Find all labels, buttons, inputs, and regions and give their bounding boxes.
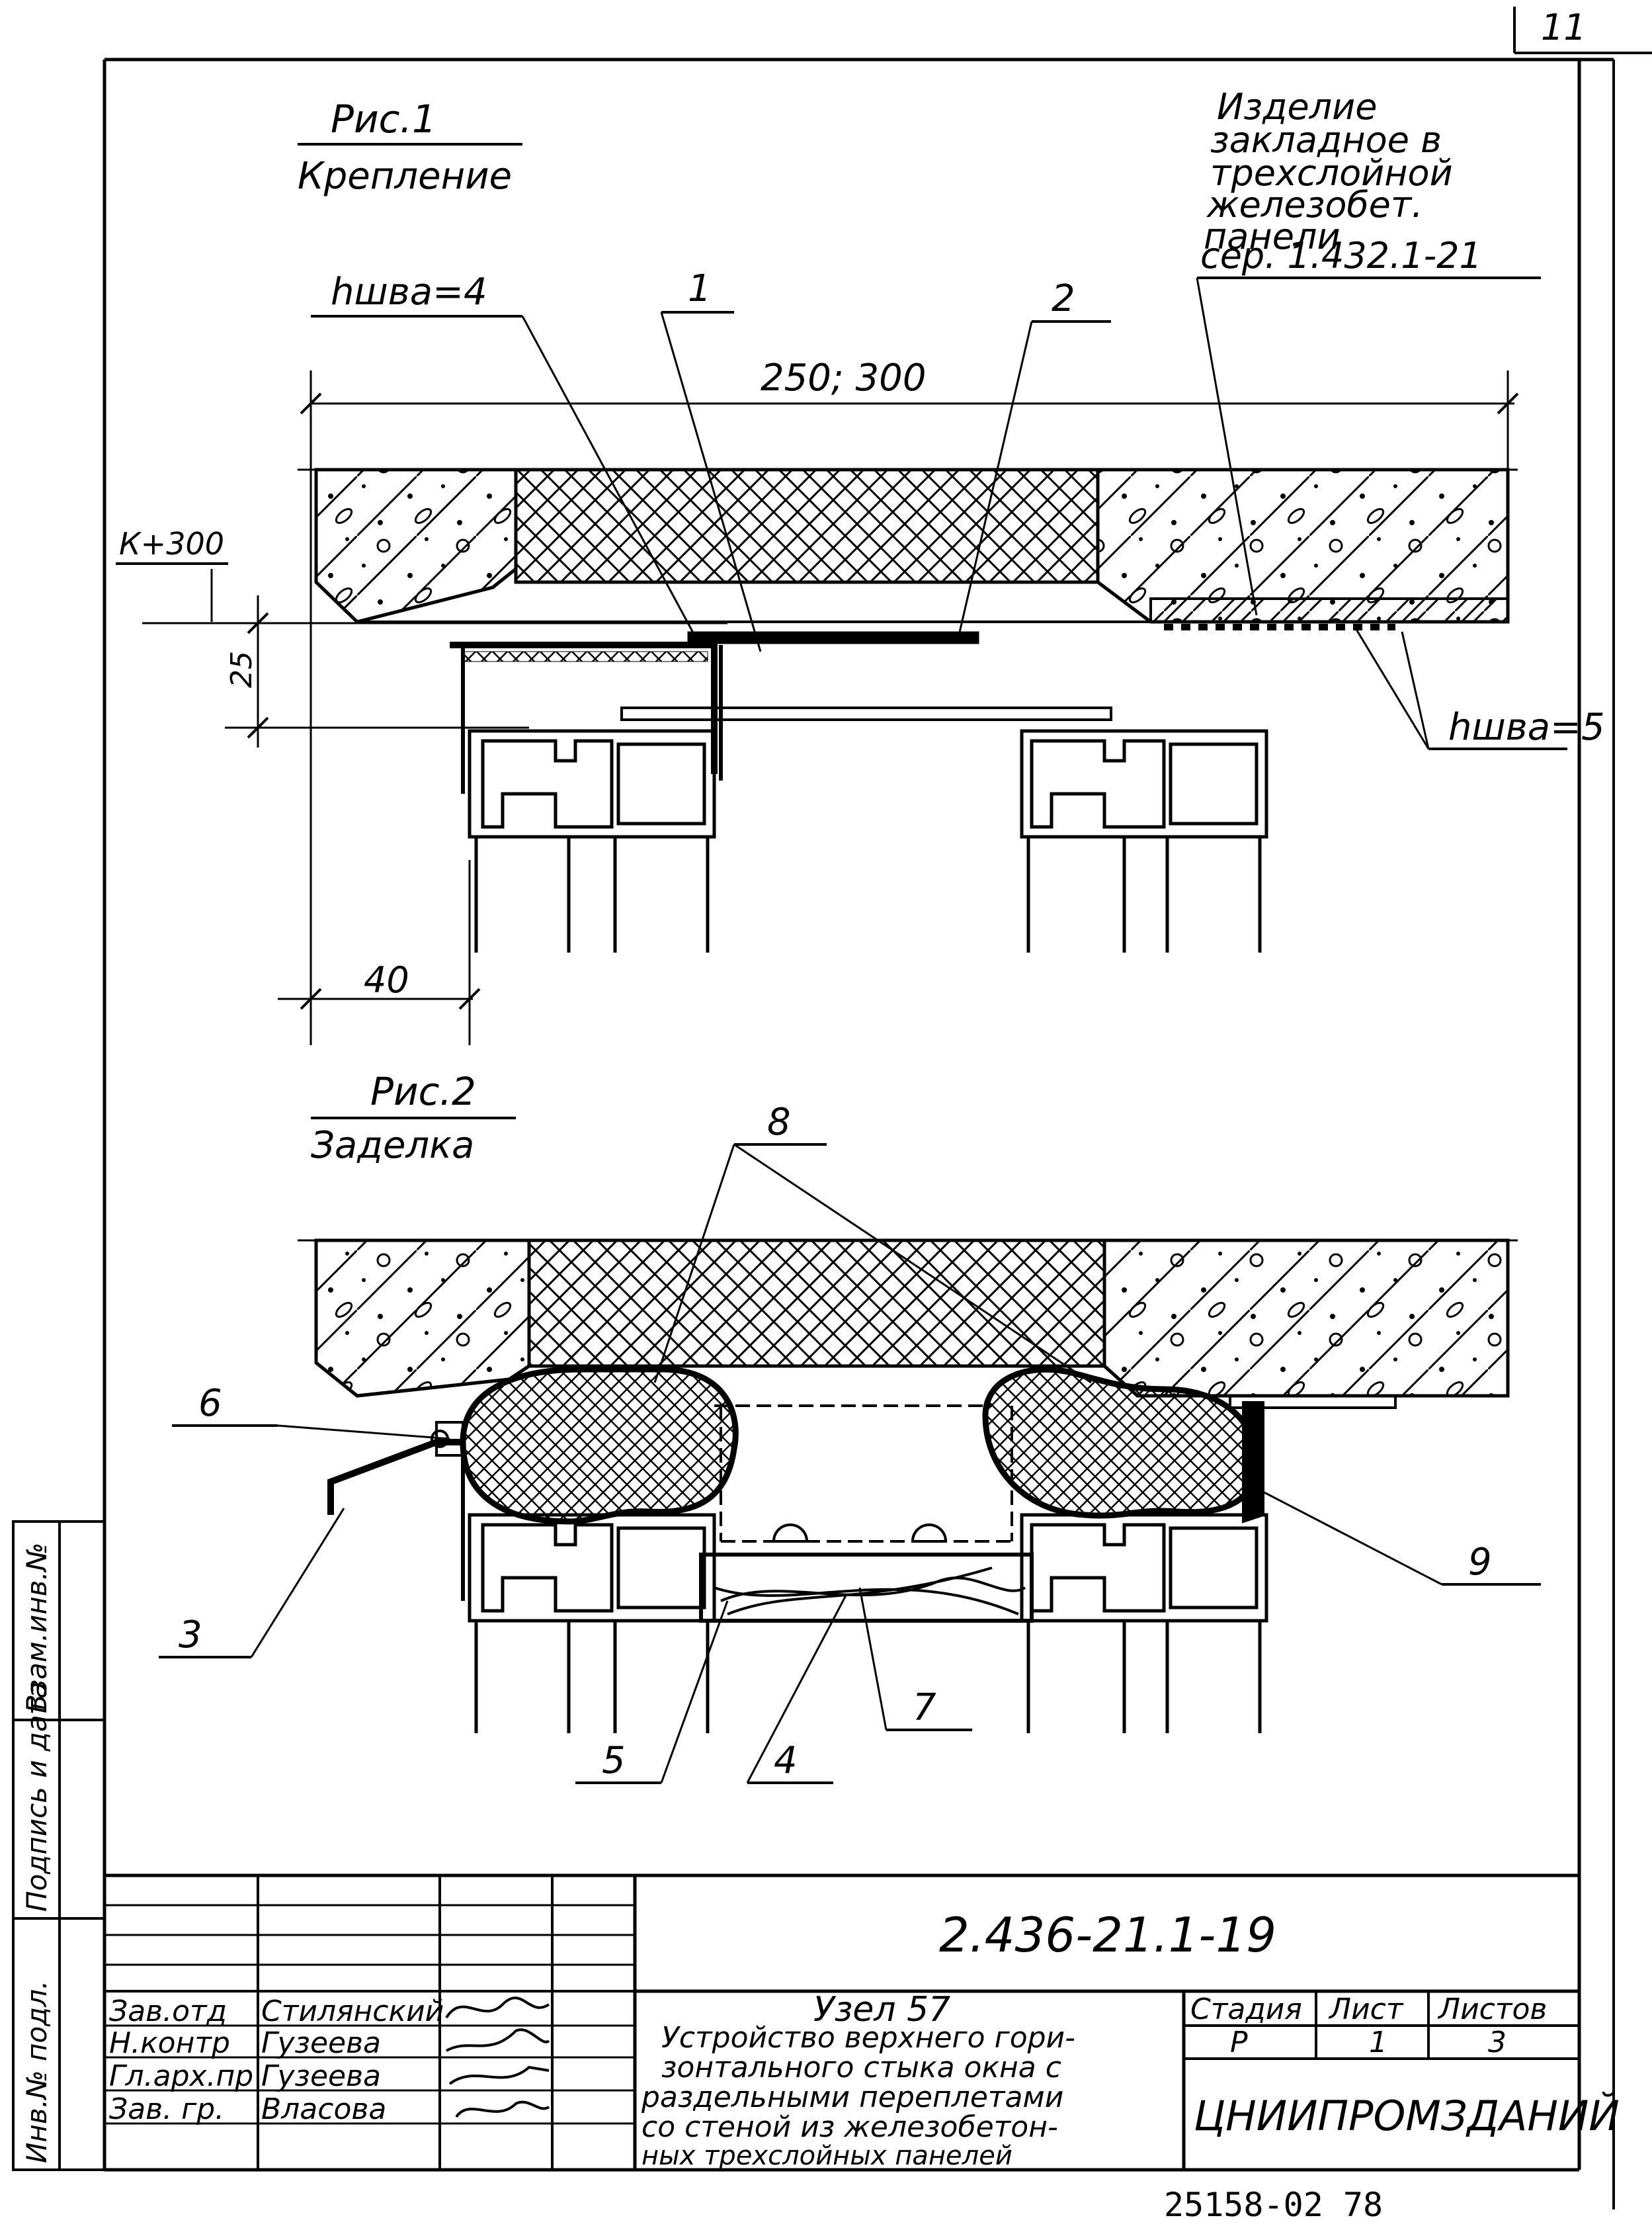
fig1-labels: hшва=4 1 2 250; 300 К+300 25 40 hшва=5 xyxy=(116,267,1605,1001)
callout-7: 7 xyxy=(913,1686,936,1729)
bottom-registration-code: 25158-02 78 xyxy=(1164,2186,1383,2224)
fig2-title-block: Рис.2 Заделка xyxy=(311,1069,516,1167)
name-chief-architect: Гузеева xyxy=(261,2059,381,2093)
dim-25-label: 25 xyxy=(225,651,259,688)
fig2-title: Рис.2 xyxy=(370,1069,476,1114)
weld-left-label: hшва=4 xyxy=(331,271,487,314)
stamp-signature-date: Подпись и дата xyxy=(21,1682,53,1912)
name-head-dept: Стилянский xyxy=(261,1994,444,2028)
role-norm-control: Н.контр xyxy=(109,2026,230,2060)
stamp-replaced-inv: Взам.инв.№ xyxy=(21,1543,53,1713)
page-number: 11 xyxy=(1541,7,1587,48)
name-norm-control: Гузеева xyxy=(261,2026,381,2060)
fig2-subtitle: Заделка xyxy=(311,1124,474,1167)
fig1-subtitle: Крепление xyxy=(298,155,512,198)
note-line-4: железобет. xyxy=(1206,184,1423,226)
desc-line-2: зонтального стыка окна с xyxy=(661,2051,1061,2084)
callout-9: 9 xyxy=(1468,1541,1492,1584)
callout-3: 3 xyxy=(179,1613,202,1656)
dim-k-label: К+300 xyxy=(119,526,224,562)
callout-6: 6 xyxy=(198,1382,222,1425)
signatures xyxy=(445,1996,550,2118)
callout-4: 4 xyxy=(774,1739,798,1782)
sheet-value: 1 xyxy=(1369,2026,1387,2059)
desc-line-5: ных трехслойных панелей xyxy=(641,2141,1012,2171)
embedded-part-note: Изделие закладное в трехслойной железобе… xyxy=(1197,86,1541,279)
sheets-label: Листов xyxy=(1437,1993,1547,2026)
callout-2: 2 xyxy=(1052,277,1075,320)
role-chief-architect: Гл.арх.пр xyxy=(109,2059,253,2093)
note-line-6: сер. 1.432.1-21 xyxy=(1200,235,1482,277)
note-line-5: панели xyxy=(1204,216,1341,257)
title-block-grid xyxy=(104,1873,1579,2170)
desc-line-1: Устройство верхнего гори- xyxy=(661,2021,1075,2055)
note-line-2: закладное в xyxy=(1210,119,1442,161)
sheet-frame xyxy=(103,7,1652,2209)
stage-label: Стадия xyxy=(1190,1993,1302,2026)
role-head-dept: Зав.отд xyxy=(109,1994,227,2028)
fig1-title: Рис.1 xyxy=(331,97,436,142)
fig2-drawing xyxy=(250,1143,1518,1783)
callout-1: 1 xyxy=(688,267,712,310)
sheet-label: Лист xyxy=(1328,1993,1404,2026)
organization-name: ЦНИИПРОМЗДАНИЙ xyxy=(1194,2091,1620,2140)
document-code: 2.436-21.1-19 xyxy=(939,1907,1276,1963)
note-line-3: трехслойной xyxy=(1210,152,1453,194)
desc-line-3: раздельными переплетами xyxy=(641,2080,1063,2114)
name-group-head: Власова xyxy=(261,2092,386,2126)
callout-8: 8 xyxy=(767,1101,791,1144)
stamp-inv-original: Инв.№ подл. xyxy=(21,1981,53,2163)
fig1-title-block: Рис.1 Крепление xyxy=(298,97,522,198)
dim-40-label: 40 xyxy=(364,959,409,1001)
stage-value: Р xyxy=(1230,2026,1248,2059)
dim-width-label: 250; 300 xyxy=(761,357,926,400)
side-stamp xyxy=(12,1520,106,2171)
callout-5: 5 xyxy=(602,1739,626,1782)
desc-line-4: со стеной из железобетон- xyxy=(641,2110,1058,2144)
fig2-callouts: 8 6 9 3 5 4 7 xyxy=(159,1101,1541,1784)
sheets-value: 3 xyxy=(1488,2026,1507,2059)
node-title: Узел 57 xyxy=(813,1990,950,2030)
weld-right-label: hшва=5 xyxy=(1448,706,1605,749)
note-line-1: Изделие xyxy=(1217,86,1378,128)
fig1-drawing xyxy=(142,277,1519,1045)
role-group-head: Зав. гр. xyxy=(109,2092,224,2126)
